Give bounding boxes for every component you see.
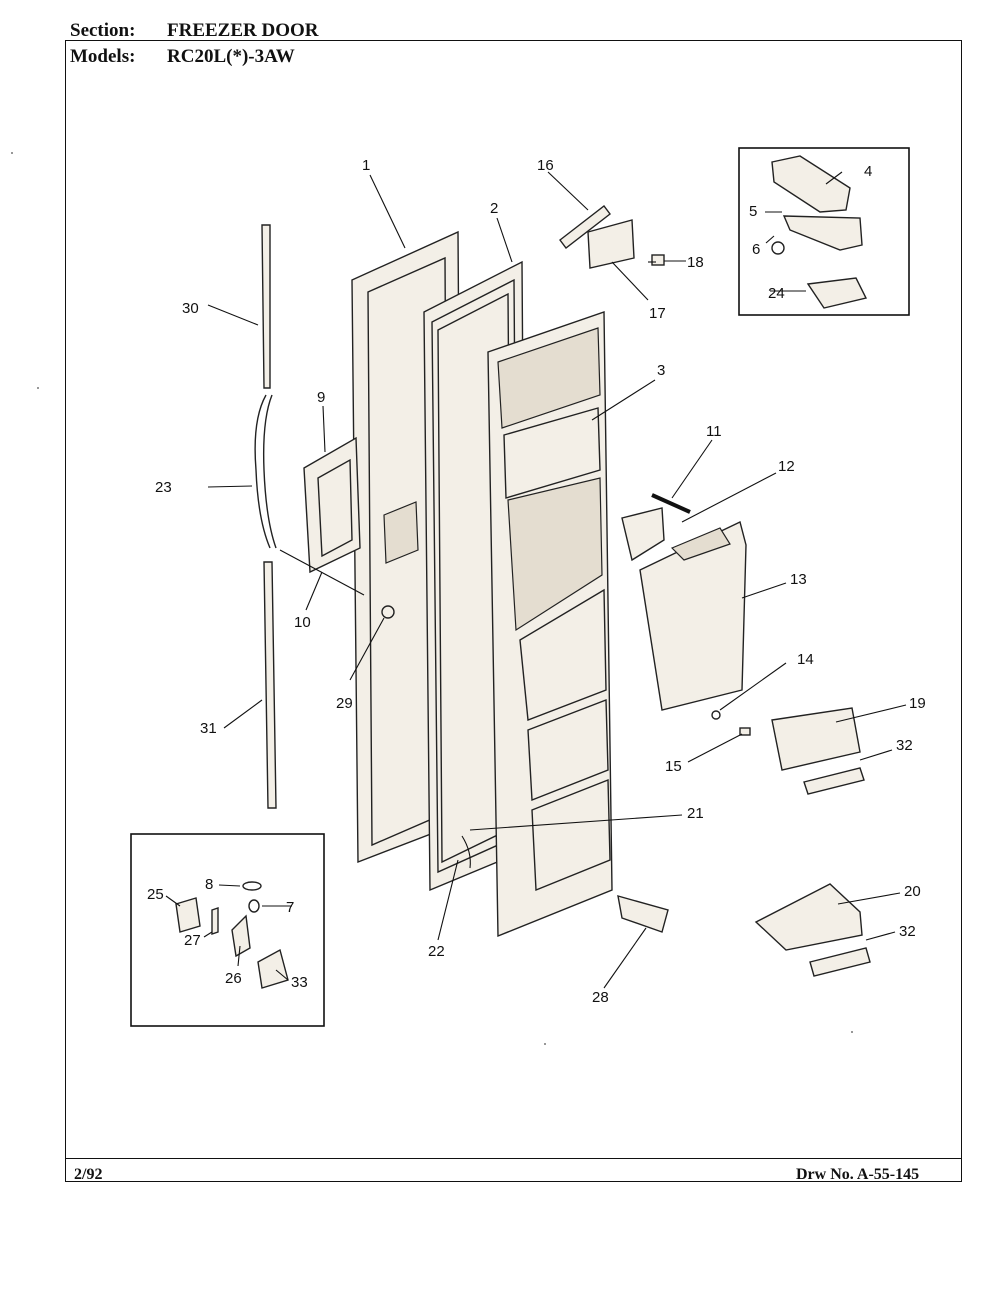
callout-20: 20 — [904, 883, 921, 900]
callout-labels: 1 2 3 4 5 6 7 8 9 10 11 12 13 14 15 16 1… — [147, 157, 926, 1006]
callout-5: 5 — [749, 203, 757, 220]
callout-32a: 32 — [896, 737, 913, 754]
callout-10: 10 — [294, 614, 311, 631]
part-24-shim — [806, 277, 868, 309]
callout-29: 29 — [336, 695, 353, 712]
models-value: RC20L(*)-3AW — [167, 46, 295, 67]
models-label: Models: — [70, 46, 136, 67]
callout-25: 25 — [147, 886, 164, 903]
callout-21: 21 — [687, 805, 704, 822]
callout-24: 24 — [768, 285, 785, 302]
part-25-bracket — [175, 897, 201, 933]
callout-17: 17 — [649, 305, 666, 322]
callout-30: 30 — [182, 300, 199, 317]
part-4-hinge-cover — [771, 155, 851, 213]
part-17-bracket — [587, 219, 635, 269]
callout-7: 7 — [286, 899, 294, 916]
part-8-washer — [242, 881, 262, 891]
part-9-ice-panel — [303, 436, 361, 574]
part-28-bracket — [617, 895, 669, 933]
callout-27: 27 — [184, 932, 201, 949]
part-18-screw — [651, 254, 665, 266]
callout-14: 14 — [797, 651, 814, 668]
callout-6: 6 — [752, 241, 760, 258]
part-16-hinge — [559, 205, 611, 249]
part-32-trim-upper — [803, 767, 865, 795]
part-29-plug — [381, 605, 395, 619]
callout-15: 15 — [665, 758, 682, 775]
hardware-inset-box — [130, 833, 325, 1027]
part-6-washer — [771, 241, 785, 255]
callout-9: 9 — [317, 389, 325, 406]
part-14-spacer — [711, 710, 721, 720]
callout-22: 22 — [428, 943, 445, 960]
footer-divider — [65, 1158, 962, 1159]
callout-31: 31 — [200, 720, 217, 737]
part-26-hinge — [231, 914, 251, 958]
callout-23: 23 — [155, 479, 172, 496]
part-13-dispenser-cover — [639, 521, 747, 711]
section-label: Section: — [70, 20, 136, 41]
part-7-bushing — [248, 899, 260, 913]
part-23-handle — [254, 394, 271, 549]
part-22-wire — [461, 835, 471, 869]
callout-1: 1 — [362, 157, 370, 174]
part-3-door-liner — [487, 311, 613, 938]
section-value: FREEZER DOOR — [167, 20, 319, 41]
callout-11: 11 — [706, 423, 722, 440]
part-27-shim — [211, 907, 219, 935]
callout-28: 28 — [592, 989, 609, 1006]
callout-2: 2 — [490, 200, 498, 217]
callout-8: 8 — [205, 876, 213, 893]
hinge-inset-box — [738, 147, 910, 316]
drawing-frame — [65, 40, 962, 1182]
part-30-trim-upper — [261, 224, 271, 389]
callout-19: 19 — [909, 695, 926, 712]
part-33-cam — [257, 948, 289, 989]
leader-lines — [165, 171, 907, 989]
callout-32b: 32 — [899, 923, 916, 940]
footer-drawing-number: Drw No. A-55-145 — [796, 1166, 920, 1183]
callout-12: 12 — [778, 458, 795, 475]
callout-3: 3 — [657, 362, 665, 379]
part-32-trim-lower — [809, 947, 871, 977]
callout-16: 16 — [537, 157, 554, 174]
part-11-bar — [651, 493, 691, 514]
footer-date: 2/92 — [74, 1166, 103, 1183]
part-19-shelf — [771, 707, 861, 771]
part-15-screw — [739, 727, 751, 736]
part-20-shelf — [754, 883, 863, 951]
callout-26: 26 — [225, 970, 242, 987]
callout-18: 18 — [687, 254, 704, 271]
part-12-chute — [621, 507, 665, 562]
part-5-hinge — [782, 215, 863, 251]
callout-33: 33 — [291, 974, 308, 991]
part-31-trim-lower — [263, 561, 277, 809]
callout-13: 13 — [790, 571, 807, 588]
callout-4: 4 — [864, 163, 872, 180]
